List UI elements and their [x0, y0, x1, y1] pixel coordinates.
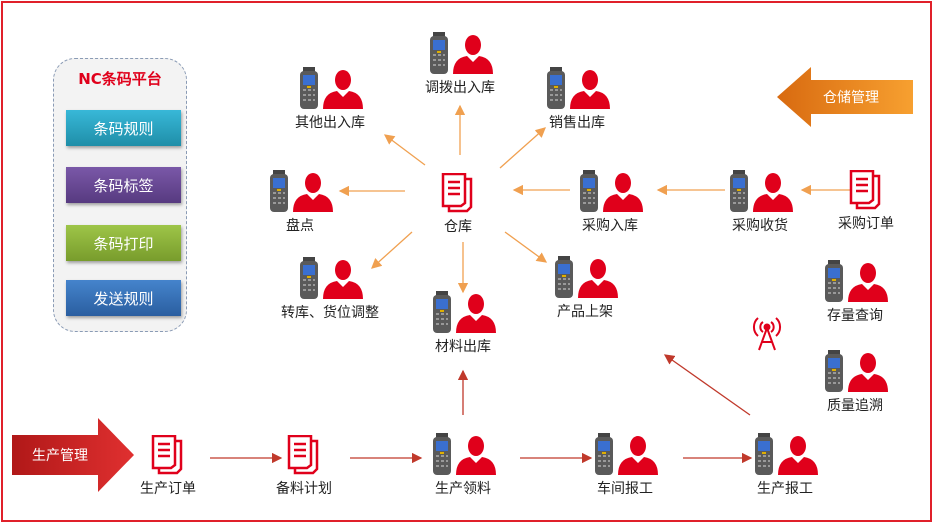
production-management-label: 生产管理	[32, 448, 88, 464]
node-label: 产品上架	[557, 304, 613, 320]
node-other-in-out[interactable]: 其他出入库	[295, 67, 365, 132]
person-icon	[848, 353, 888, 392]
node-label: 盘点	[286, 218, 314, 234]
node-relocate[interactable]: 转库、货位调整	[281, 257, 379, 322]
barcode-scanner-icon	[270, 170, 288, 212]
node-label: 采购入库	[582, 218, 638, 234]
document-icon	[287, 435, 319, 475]
barcode-scanner-icon	[547, 67, 565, 109]
barcode-scanner-icon	[595, 433, 613, 475]
production-management-banner: 生产管理	[12, 418, 134, 492]
arrow-to-other	[383, 134, 426, 166]
person-icon	[753, 173, 793, 212]
barcode-scanner-icon	[755, 433, 773, 475]
barcode-scanner-icon	[430, 32, 448, 74]
person-icon	[778, 436, 818, 475]
panel-title: NC条码平台	[78, 70, 162, 88]
node-label: 生产报工	[757, 481, 813, 497]
person-icon	[453, 35, 493, 74]
node-label: 采购收货	[732, 218, 788, 234]
node-quality-trace[interactable]: 质量追溯	[822, 350, 888, 415]
node-label: 采购订单	[838, 216, 894, 232]
node-label: 生产领料	[435, 481, 491, 497]
barcode-scanner-icon	[555, 256, 573, 298]
person-icon	[618, 436, 658, 475]
person-icon	[570, 70, 610, 109]
person-icon	[848, 263, 888, 302]
barcode-scanner-icon	[433, 433, 451, 475]
arrow-to-relocate	[371, 231, 413, 269]
node-label: 其他出入库	[295, 115, 365, 131]
warehouse-management-banner: 仓储管理	[777, 67, 913, 127]
person-icon	[323, 260, 363, 299]
node-prep-plan[interactable]: 备料计划	[276, 433, 332, 498]
arrow-to-shelving	[504, 231, 548, 263]
nc-barcode-platform-panel: NC条码平台 条码规则 条码标签 条码打印 发送规则	[53, 58, 187, 332]
node-transfer[interactable]: 调拨出入库	[425, 32, 495, 97]
node-label: 生产订单	[140, 481, 196, 497]
arrow-to-sales	[499, 127, 546, 169]
node-stock-query[interactable]: 存量查询	[822, 260, 888, 325]
person-icon	[323, 70, 363, 109]
document-icon	[441, 173, 473, 213]
node-purchase-in[interactable]: 采购入库	[577, 170, 643, 235]
barcode-scanner-icon	[825, 260, 843, 302]
node-label: 调拨出入库	[425, 80, 495, 96]
document-icon	[151, 435, 183, 475]
node-warehouse[interactable]: 仓库	[441, 171, 475, 236]
node-material-out[interactable]: 材料出库	[430, 291, 496, 356]
node-label: 销售出库	[549, 115, 605, 131]
node-label: 备料计划	[276, 481, 332, 497]
barcode-scanner-icon	[825, 350, 843, 392]
barcode-rules-button[interactable]: 条码规则	[66, 110, 181, 146]
node-shelving[interactable]: 产品上架	[552, 256, 618, 321]
warehouse-management-label: 仓储管理	[823, 90, 879, 106]
node-purchase-order[interactable]: 采购订单	[838, 168, 894, 233]
barcode-scanner-icon	[300, 257, 318, 299]
node-production-order[interactable]: 生产订单	[140, 433, 196, 498]
node-purchase-receive[interactable]: 采购收货	[727, 170, 793, 235]
person-icon	[456, 436, 496, 475]
node-label: 材料出库	[435, 339, 491, 355]
node-workshop-report[interactable]: 车间报工	[592, 433, 658, 498]
node-sales-out[interactable]: 销售出库	[544, 67, 610, 132]
barcode-scanner-icon	[730, 170, 748, 212]
node-label: 转库、货位调整	[281, 305, 379, 321]
person-icon	[293, 173, 333, 212]
node-label: 质量追溯	[827, 398, 883, 414]
document-icon	[849, 170, 881, 210]
barcode-label-button[interactable]: 条码标签	[66, 167, 181, 203]
arrow-report-to-shelving	[663, 354, 751, 416]
node-production-report[interactable]: 生产报工	[752, 433, 818, 498]
barcode-scanner-icon	[300, 67, 318, 109]
barcode-print-button[interactable]: 条码打印	[66, 225, 181, 261]
send-rules-button[interactable]: 发送规则	[66, 280, 181, 316]
node-label: 车间报工	[597, 481, 653, 497]
antenna-icon	[752, 317, 782, 351]
node-label: 存量查询	[827, 308, 883, 324]
node-count[interactable]: 盘点	[267, 170, 333, 235]
person-icon	[603, 173, 643, 212]
barcode-scanner-icon	[580, 170, 598, 212]
barcode-scanner-icon	[433, 291, 451, 333]
person-icon	[578, 259, 618, 298]
person-icon	[456, 294, 496, 333]
node-label: 仓库	[444, 219, 472, 235]
node-production-pick[interactable]: 生产领料	[430, 433, 496, 498]
